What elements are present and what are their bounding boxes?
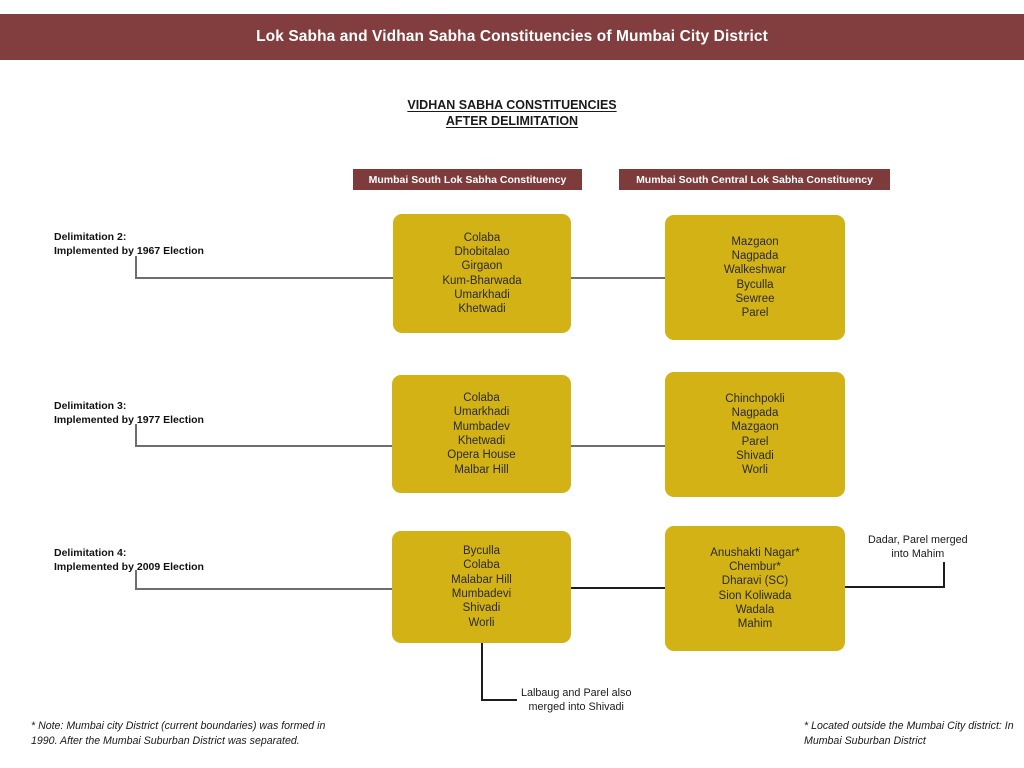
constituency-item: Colaba (463, 231, 501, 244)
constituency-item: Walkeshwar (723, 264, 787, 277)
callout-lalbaug-line-1: Lalbaug and Parel also (521, 687, 632, 699)
constituency-box-delim4-south-central[interactable]: Anushakti Nagar*Chembur* Dharavi (SC)Sion… (665, 526, 845, 651)
delimitation-label-2-line-2: Implemented by 1967 Election (54, 245, 204, 257)
connector-row-1-middle (566, 277, 669, 279)
constituency-item: Chinchpokli (725, 392, 785, 405)
constituency-item: Shivadi (462, 602, 501, 615)
constituency-item: Dhobitalao (454, 245, 510, 258)
constituency-item: Parel (741, 307, 769, 320)
connector-lalbaug-vertical (481, 641, 483, 700)
callout-dadar-line-1: Dadar, Parel merged (868, 534, 968, 546)
constituency-item: Sewree (735, 292, 775, 305)
lok-sabha-header-south-central: Mumbai South Central Lok Sabha Constitue… (619, 169, 890, 190)
delimitation-label-3: Delimitation 3: Implemented by 1977 Elec… (54, 399, 204, 427)
constituency-item: Nagpada (731, 249, 779, 262)
delimitation-label-4-line-1: Delimitation 4: (54, 547, 127, 559)
constituency-item: Wadala (735, 603, 775, 616)
connector-delimitation-2-horizontal (135, 277, 397, 279)
connector-lalbaug-horizontal (481, 699, 517, 701)
connector-delimitation-4-vertical (135, 570, 137, 590)
constituency-item: Mumbadevi (451, 588, 512, 600)
delimitation-label-2-line-1: Delimitation 2: (54, 231, 127, 243)
connector-row-3-middle (566, 587, 669, 589)
constituency-item: Sion Koliwada (718, 589, 792, 602)
subtitle-line-2: AFTER DELIMITATION (445, 114, 579, 128)
delimitation-label-3-line-2: Implemented by 1977 Election (54, 414, 204, 426)
constituency-item: Mazgaon (731, 235, 779, 248)
connector-delimitation-4-horizontal (135, 588, 397, 590)
constituency-item: Khetwadi (457, 435, 506, 447)
constituency-item: Dharavi (SC) (721, 575, 789, 588)
delimitation-label-2: Delimitation 2: Implemented by 1967 Elec… (54, 230, 204, 258)
callout-dadar-line-2: into Mahim (891, 548, 945, 560)
title-banner: Lok Sabha and Vidhan Sabha Constituencie… (0, 14, 1024, 60)
constituency-item: Anushakti Nagar* (710, 546, 800, 559)
constituency-item: Byculla (462, 545, 501, 558)
page-title: Lok Sabha and Vidhan Sabha Constituencie… (256, 28, 768, 45)
subtitle: VIDHAN SABHA CONSTITUENCIES AFTER DELIMI… (0, 97, 1024, 129)
subtitle-line-1: VIDHAN SABHA CONSTITUENCIES (407, 98, 617, 112)
callout-lalbaug-line-2: merged into Shivadi (528, 701, 624, 713)
constituency-item: Kum-Bharwada (442, 274, 522, 287)
delimitation-label-4-line-2: Implemented by 2009 Election (54, 561, 204, 573)
footnote-left: * Note: Mumbai city District (current bo… (31, 720, 326, 747)
constituency-item: Colaba (463, 392, 500, 405)
constituency-item: Chembur* (729, 560, 781, 573)
callout-dadar-parel-merged: Dadar, Parel merged into Mahim (868, 533, 968, 561)
lok-sabha-header-south: Mumbai South Lok Sabha Constituency (353, 169, 582, 190)
connector-dadar-horizontal (842, 586, 945, 588)
constituency-item: Girgaon (461, 260, 503, 273)
constituency-item: Mazgaon (731, 421, 779, 434)
constituency-item: Mumbadev (453, 420, 510, 433)
constituency-item: Parel (741, 435, 769, 448)
connector-delimitation-2-vertical (135, 256, 137, 278)
constituency-item: Worli (742, 464, 768, 477)
constituency-item: Umarkhadi (453, 406, 510, 419)
footnote-right: * Located outside the Mumbai City distri… (804, 720, 1014, 747)
connector-delimitation-3-vertical (135, 424, 137, 446)
callout-lalbaug-parel-merged: Lalbaug and Parel also merged into Shiva… (521, 686, 631, 714)
constituency-item: Nagpada (731, 406, 779, 419)
constituency-item: Colaba (463, 559, 500, 572)
constituency-item: Mahim (737, 618, 773, 631)
constituency-item: Worli (468, 616, 495, 629)
constituency-item: Byculla (736, 278, 774, 291)
connector-row-2-middle (566, 445, 669, 447)
constituency-item: Umarkhadi (454, 288, 510, 301)
delimitation-label-4: Delimitation 4: Implemented by 2009 Elec… (54, 546, 204, 574)
constituency-item: Malbar Hill (454, 463, 509, 476)
constituency-item: Shivadi (736, 449, 774, 462)
constituency-item: Malabar Hill (451, 573, 512, 586)
connector-delimitation-3-horizontal (135, 445, 397, 447)
delimitation-label-3-line-1: Delimitation 3: (54, 400, 127, 412)
constituency-item: Khetwadi (458, 303, 506, 316)
constituency-item: Opera House (447, 449, 516, 462)
connector-dadar-vertical (943, 562, 945, 588)
